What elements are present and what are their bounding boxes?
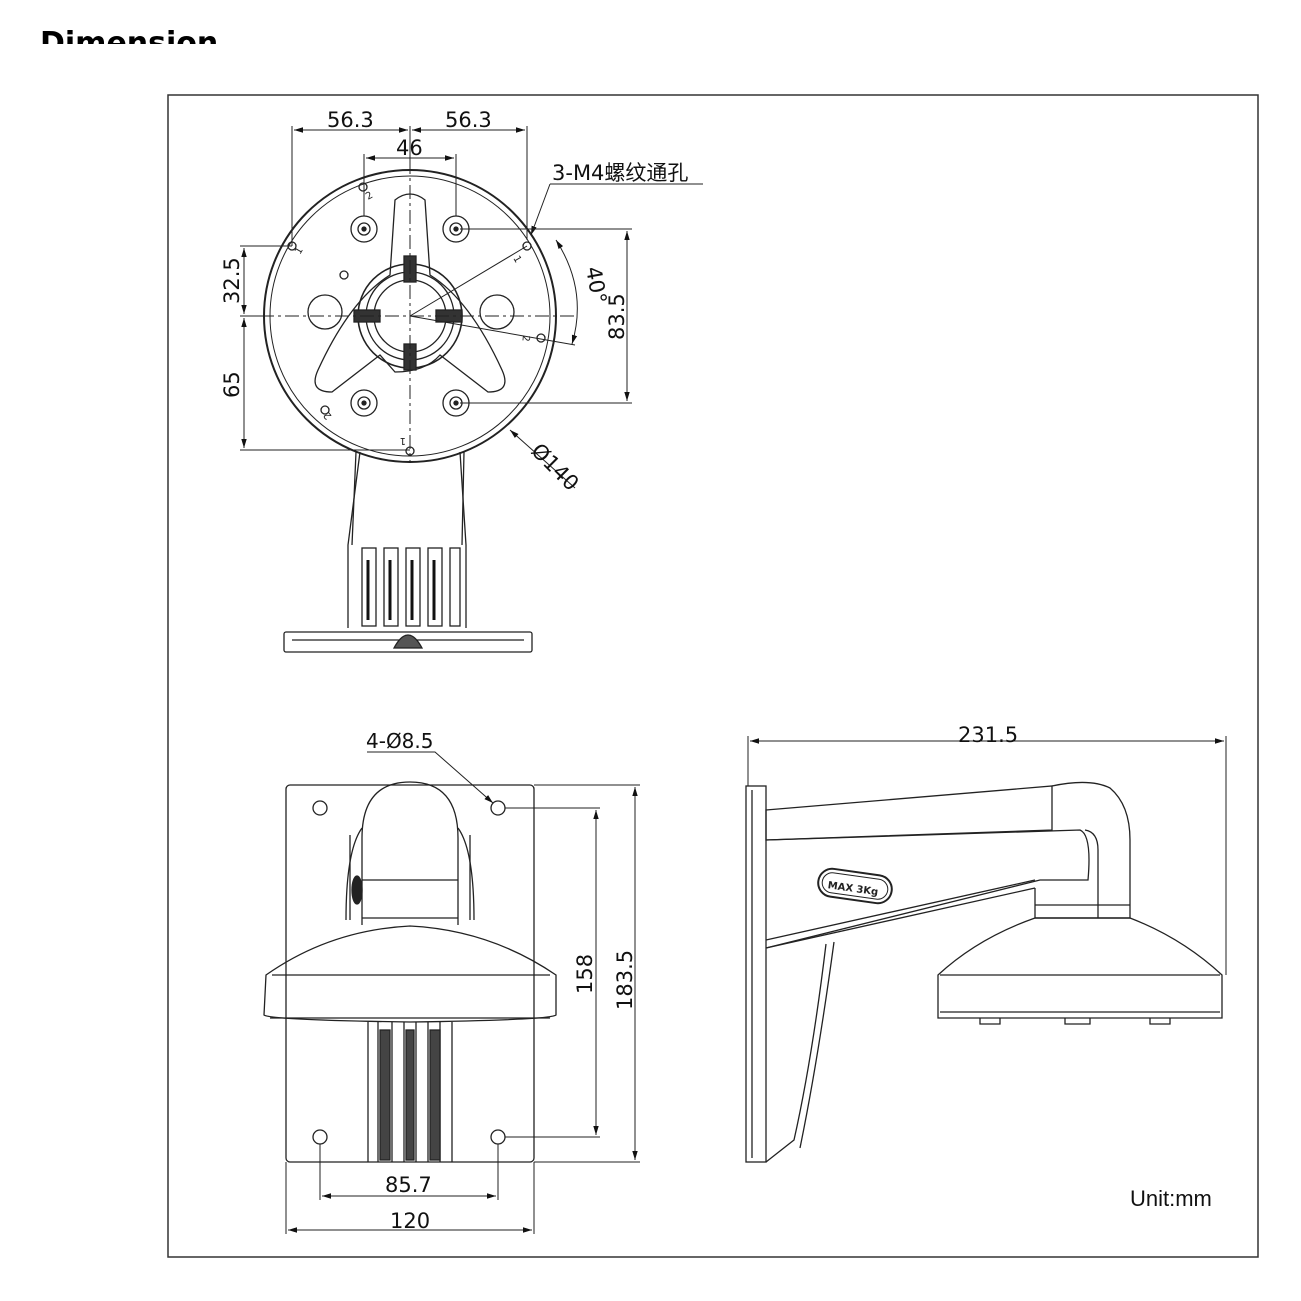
side-arm bbox=[765, 785, 1053, 841]
hole-note-label: 4-Ø8.5 bbox=[366, 729, 434, 753]
unit-label: Unit:mm bbox=[1130, 1186, 1212, 1211]
dim-overall-length-label: 231.5 bbox=[958, 723, 1018, 747]
side-view-dimensions bbox=[747, 736, 1227, 975]
side-wall-plate bbox=[745, 785, 767, 1163]
page-heading: Dimension bbox=[40, 26, 219, 44]
drawing-frame bbox=[167, 94, 1259, 1258]
side-dome-housing bbox=[937, 917, 1223, 1019]
screw-boss-bottom-left bbox=[350, 389, 378, 417]
hole-mark: 1 bbox=[510, 254, 523, 265]
mount-hole-bottom-left bbox=[312, 1129, 328, 1145]
hole-mark: 1 bbox=[293, 245, 306, 256]
dim-lower-label: 65 bbox=[220, 371, 244, 398]
top-view-stem bbox=[283, 451, 533, 653]
hole-mark: 2 bbox=[519, 335, 531, 342]
dim-overall-height-label: 183.5 bbox=[613, 950, 637, 1010]
dim-right-label: 56.3 bbox=[445, 108, 492, 132]
dim-angle-label: 40° bbox=[581, 265, 611, 306]
dim-center-label: 46 bbox=[396, 136, 423, 160]
mount-hole-top-left bbox=[312, 800, 328, 816]
dome-housing bbox=[263, 925, 557, 1023]
top-view bbox=[260, 160, 575, 653]
mount-hole-top-right bbox=[490, 800, 506, 816]
dim-hole-spacing-v-label: 158 bbox=[573, 954, 597, 994]
load-badge bbox=[817, 867, 893, 905]
side-view bbox=[745, 781, 1223, 1163]
dim-hole-spacing-h-label: 85.7 bbox=[385, 1173, 432, 1197]
thread-note-label: 3-M4螺纹通孔 bbox=[552, 161, 688, 185]
mount-hole-bottom-right bbox=[490, 1129, 506, 1145]
dim-diameter-label: Ø140 bbox=[526, 439, 583, 496]
hole-mark: 2 bbox=[322, 409, 335, 421]
wall-plate bbox=[285, 784, 535, 1163]
dim-upper-label: 32.5 bbox=[220, 257, 244, 304]
dim-overall-width-label: 120 bbox=[390, 1209, 430, 1233]
front-view-dimensions bbox=[285, 751, 640, 1234]
dim-height-label: 83.5 bbox=[605, 293, 629, 340]
hole-mark: 1 bbox=[400, 435, 406, 446]
hole-mark: 2 bbox=[364, 190, 375, 203]
tri-arm-cutout bbox=[314, 193, 506, 393]
top-view-dimensions bbox=[240, 126, 703, 489]
screw-boss-top-left bbox=[350, 215, 378, 243]
front-view bbox=[263, 781, 557, 1163]
dim-left-label: 56.3 bbox=[327, 108, 374, 132]
